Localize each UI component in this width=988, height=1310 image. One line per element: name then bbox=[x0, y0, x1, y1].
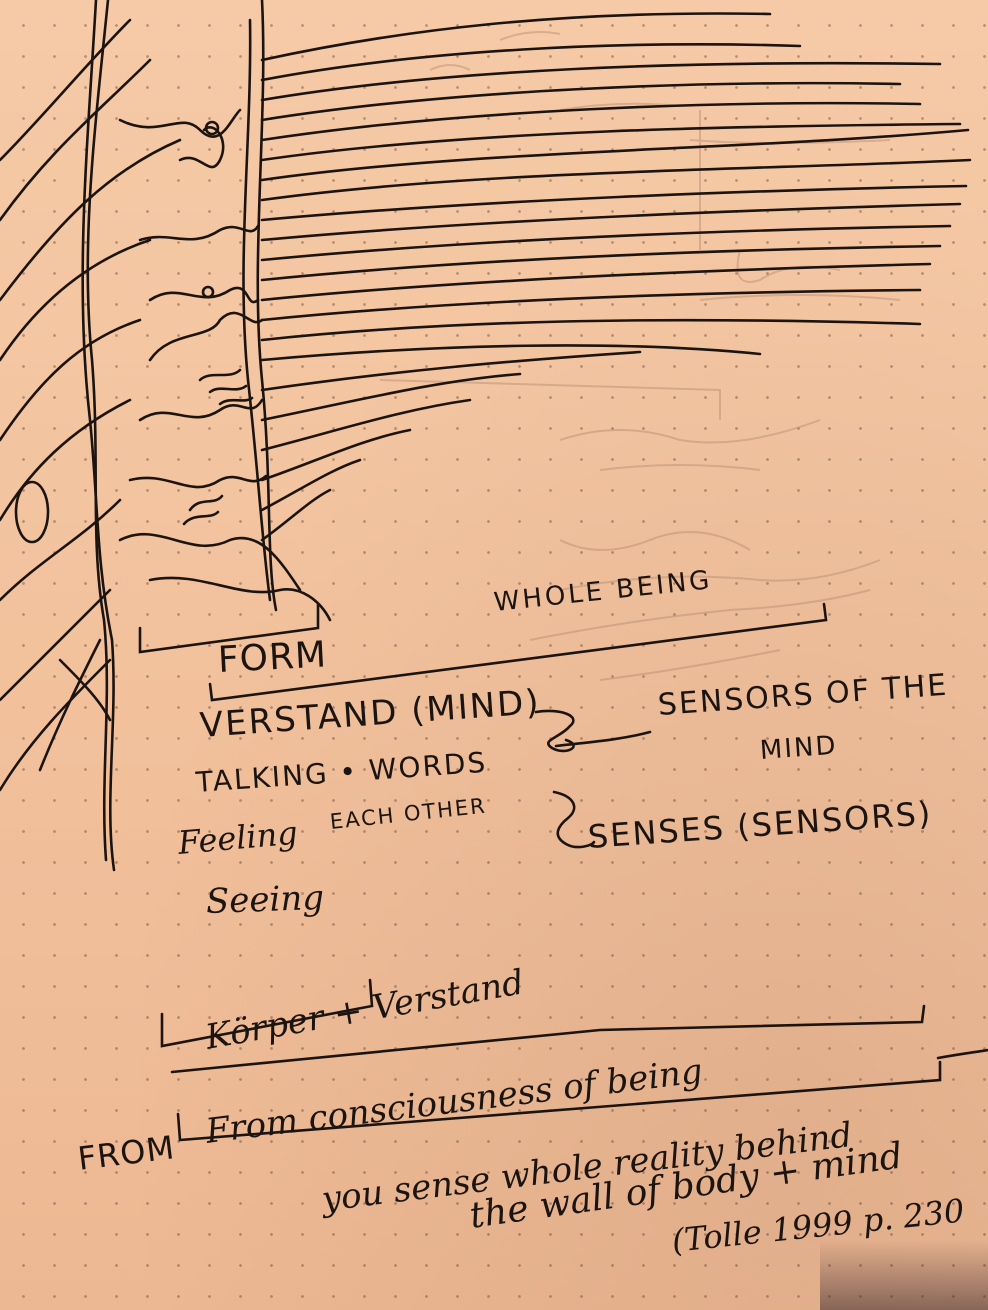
bracket-korper-1 bbox=[160, 978, 374, 1048]
sketch-trunk-right bbox=[256, 0, 278, 612]
bracket-form bbox=[138, 602, 320, 654]
sketch-trunk-left bbox=[86, 0, 110, 862]
page-shadow bbox=[820, 1240, 988, 1310]
label-mind: MIND bbox=[758, 730, 839, 766]
bracket-consciousness bbox=[176, 1060, 942, 1142]
label-seeing: Seeing bbox=[205, 877, 325, 922]
bracket-korper-2 bbox=[170, 1004, 926, 1074]
label-form: FORM bbox=[216, 634, 329, 681]
bracket-whole-being bbox=[208, 602, 828, 702]
